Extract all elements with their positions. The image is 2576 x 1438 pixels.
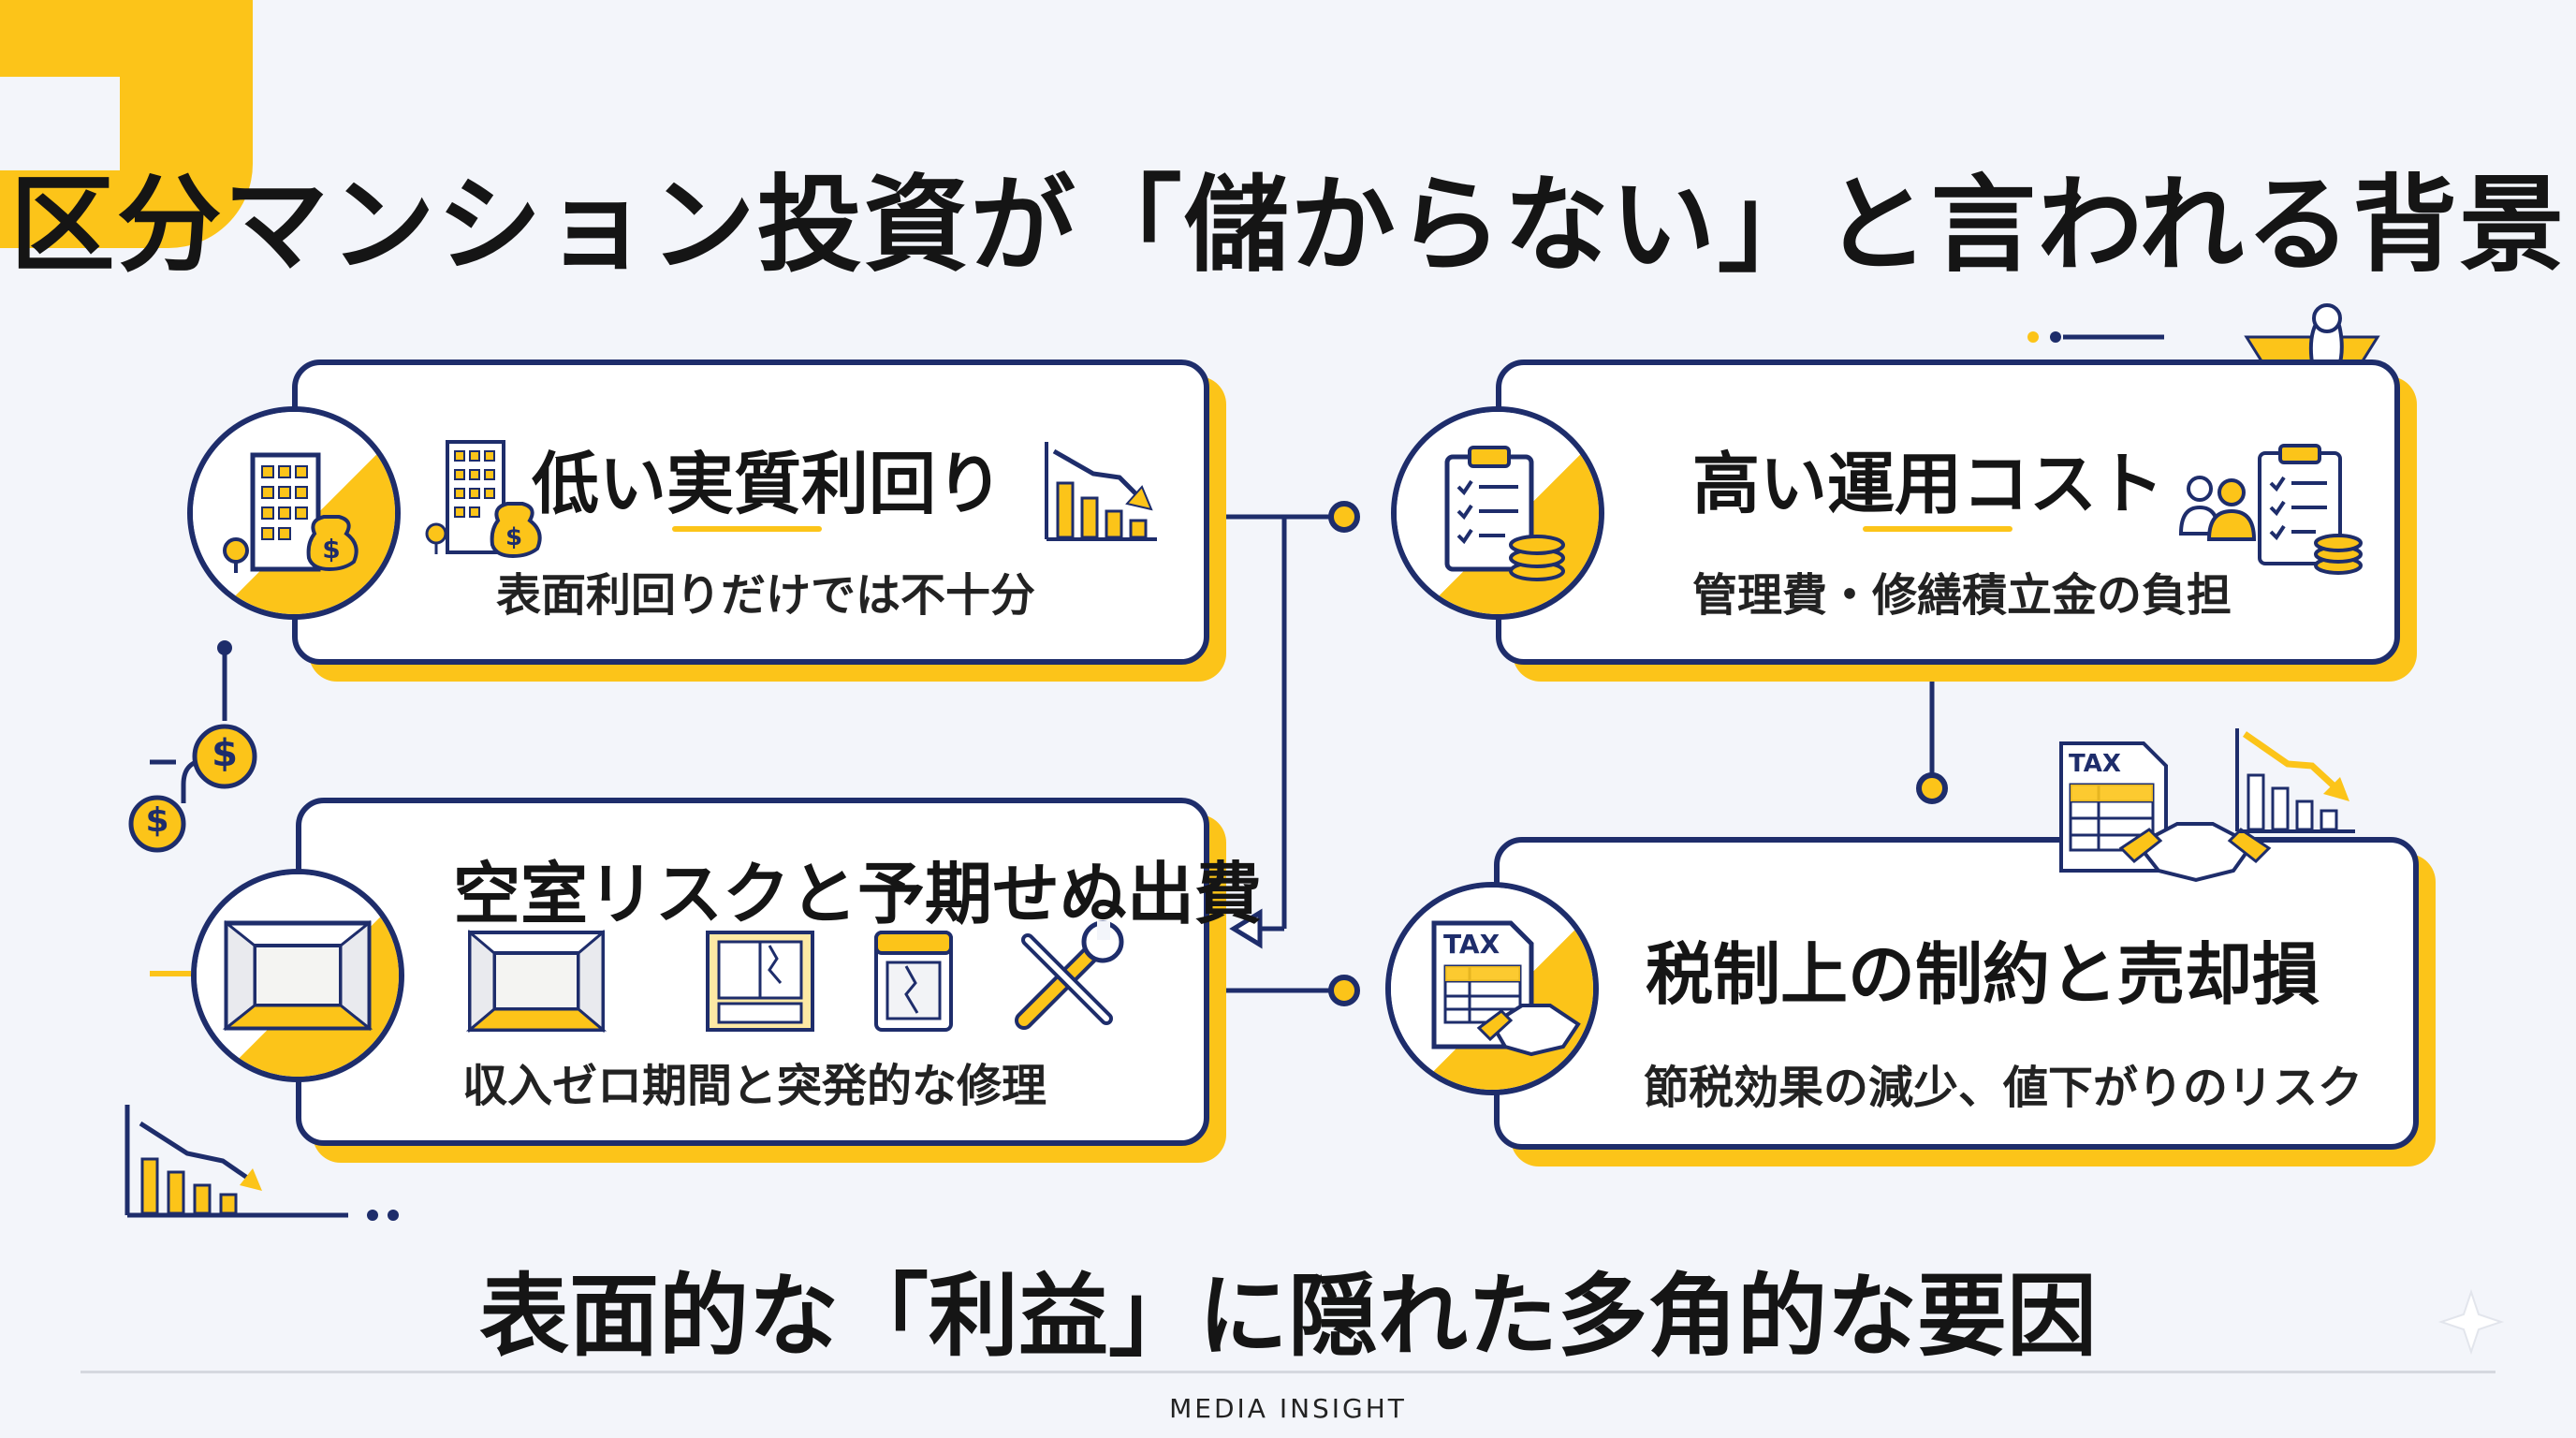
card-subtitle: 節税効果の減少、値下がりのリスク: [1644, 1062, 2364, 1114]
card-title: 空室リスクと予期せぬ出費: [453, 855, 1263, 933]
declining-chart-icon: [1045, 442, 1157, 541]
declining-chart-icon: [2235, 728, 2355, 833]
brand-logo: MEDIA INSIGHT: [1169, 1393, 1407, 1424]
card-low-yield: 低い実質利回り 表面利回りだけでは不十分 $: [292, 360, 1209, 665]
tools-icon: [1015, 920, 1124, 1030]
page-title: 区分マンション投資が「儲からない」と言われる背景: [9, 165, 2567, 286]
page-subtitle: 表面的な「利益」に隠れた多角的な要因: [479, 1264, 2097, 1369]
card-title: 税制上の制約と売却損: [1646, 935, 2320, 1014]
broken-appliance-icon: [874, 931, 953, 1032]
card-tax-constraints: 税制上の制約と売却損 節税効果の減少、値下がりのリスク: [1494, 837, 2419, 1150]
card-title: 低い実質利回り: [532, 445, 1004, 523]
tax-label: TAX: [1443, 929, 1500, 960]
card-high-cost: 高い運用コスト 管理費・修繕積立金の負担: [1496, 360, 2400, 665]
people-icon: [2178, 476, 2257, 541]
badge-building-icon: $: [187, 406, 401, 620]
card-subtitle: 表面利回りだけでは不十分: [496, 569, 1036, 622]
card-vacancy-risk: 空室リスクと予期せぬ出費 収入ゼロ期間と突発的な修理: [296, 798, 1262, 1146]
card-title: 高い運用コスト: [1692, 445, 2165, 523]
dollar-coin-icon: $: [212, 732, 238, 775]
card-subtitle: 収入ゼロ期間と突発的な修理: [462, 1060, 1047, 1112]
footer-divider: [80, 1371, 2496, 1373]
svg-text:$: $: [505, 523, 522, 551]
badge-clipboard-icon: [1391, 406, 1604, 620]
tax-document-icon: TAX: [2059, 741, 2272, 883]
badge-empty-room-icon: [191, 869, 404, 1082]
broken-window-icon: [706, 931, 814, 1032]
badge-tax-icon: TAX: [1385, 882, 1599, 1095]
card-divider: [672, 526, 822, 532]
corner-accent-cut: [0, 77, 120, 170]
dollar-coin-icon: $: [145, 801, 169, 840]
tax-label: TAX: [2069, 750, 2121, 778]
building-icon: $: [425, 440, 542, 559]
svg-text:$: $: [322, 534, 340, 565]
empty-room-icon: [466, 929, 607, 1034]
card-subtitle: 管理費・修繕積立金の負担: [1692, 569, 2232, 622]
card-divider: [1863, 526, 2012, 532]
clipboard-icon: [2258, 444, 2363, 575]
